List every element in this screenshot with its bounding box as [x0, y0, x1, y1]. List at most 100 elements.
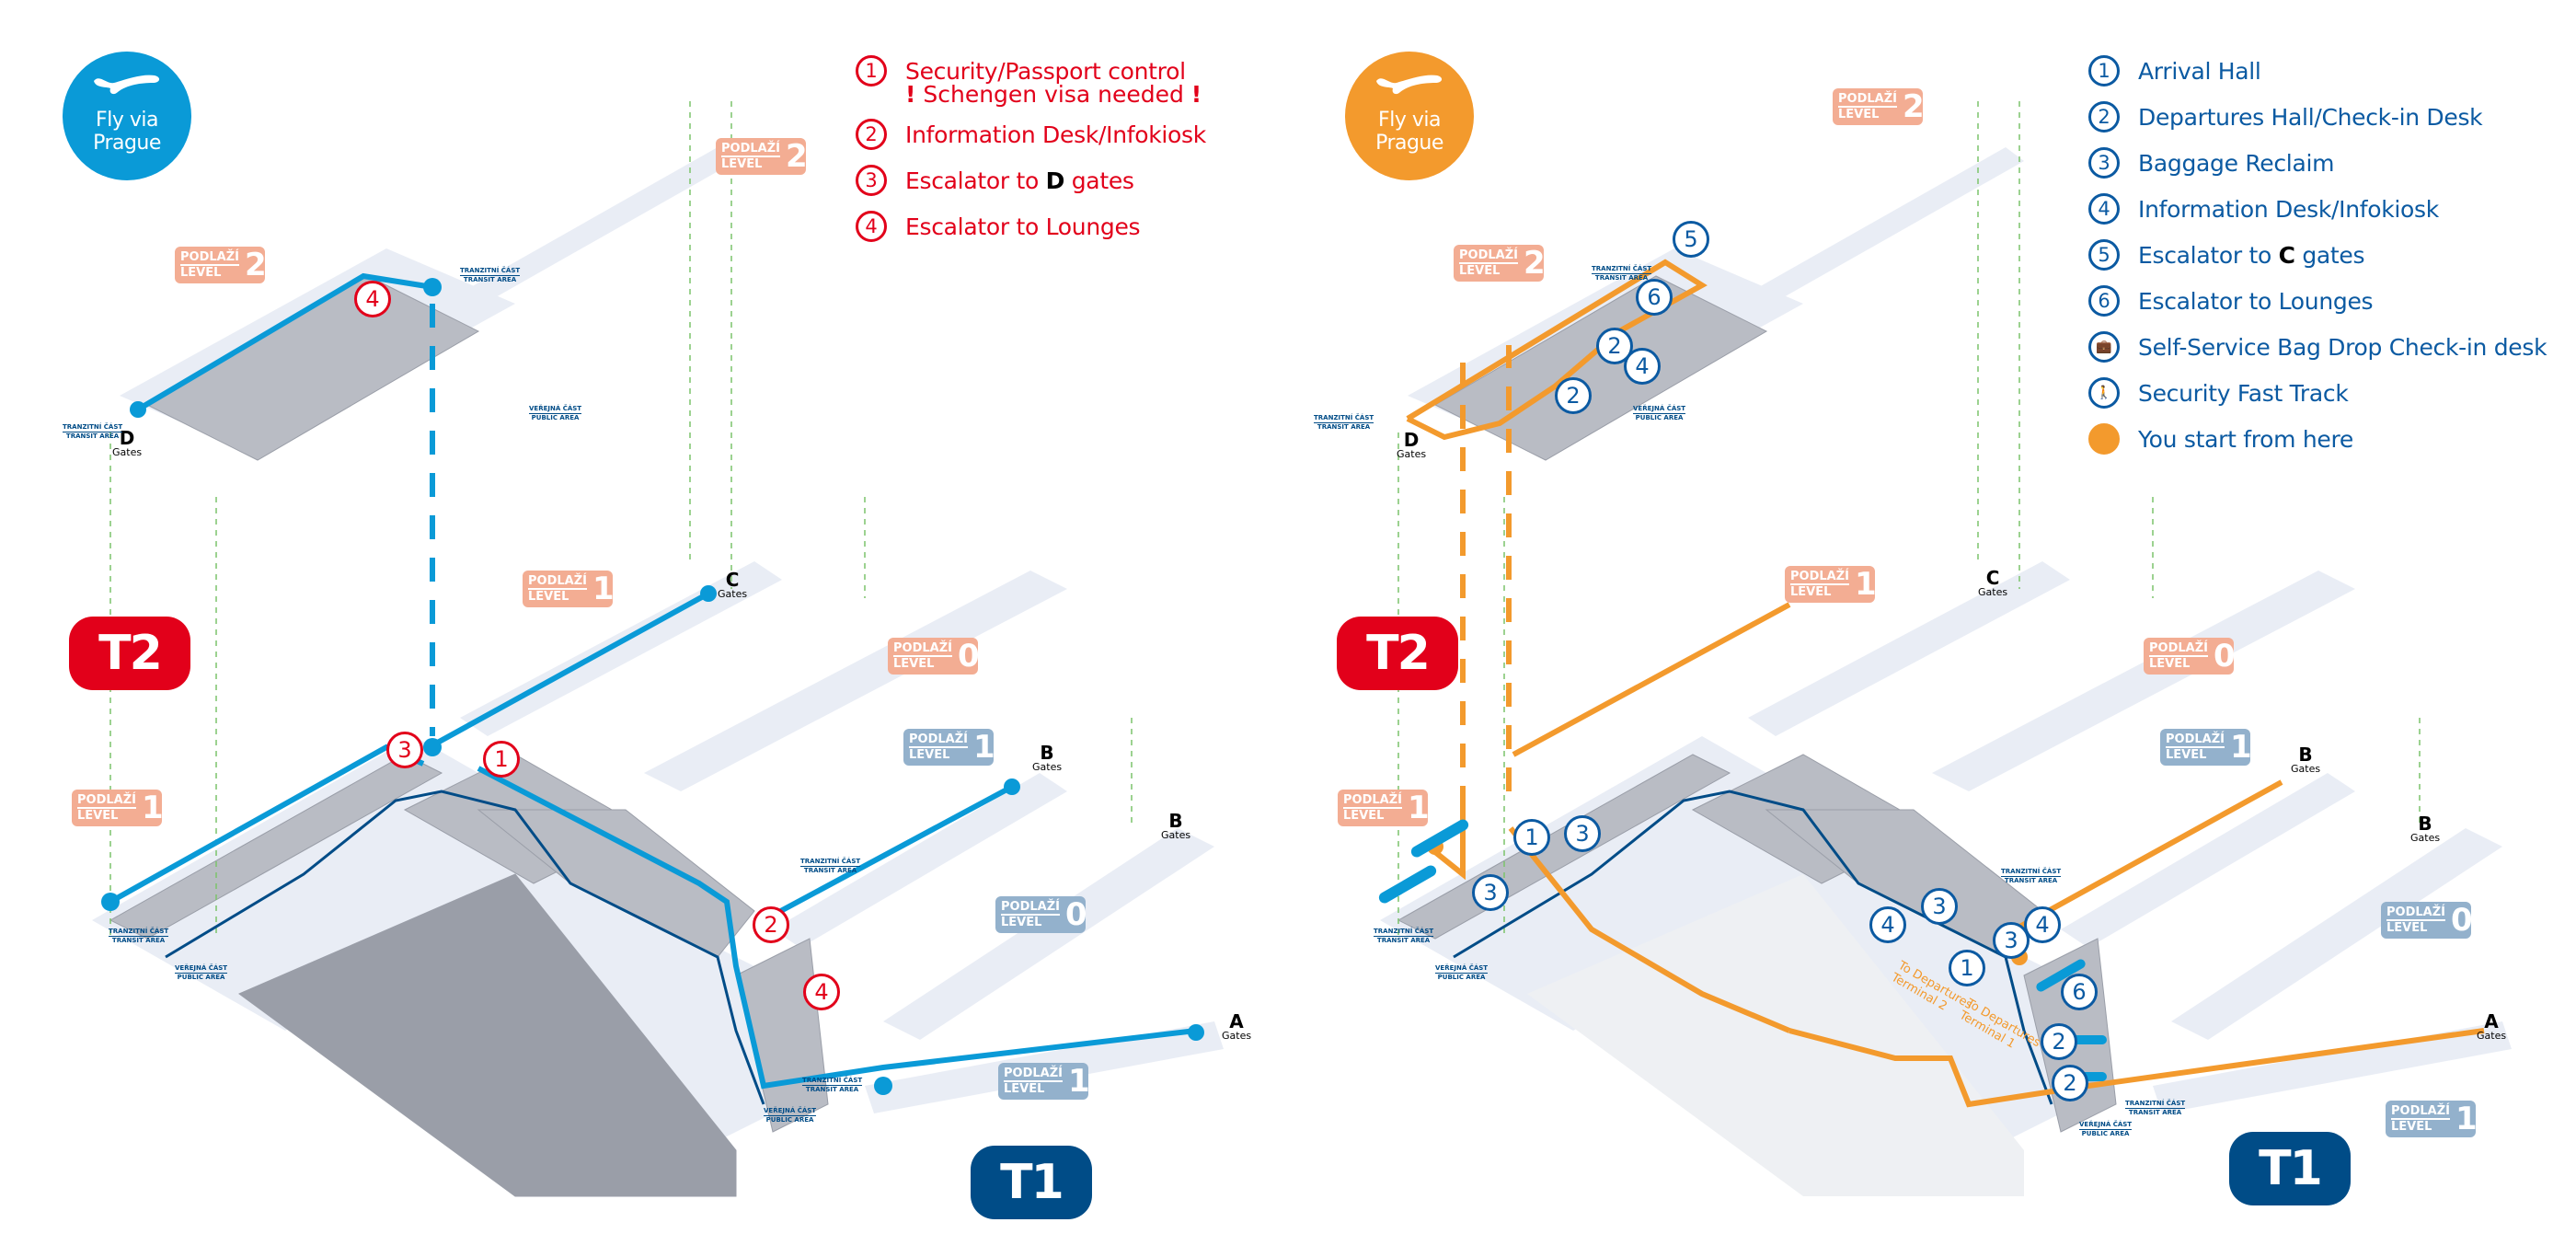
t2-lower-building: [109, 754, 443, 940]
pier-c-level1-floor: [460, 561, 782, 736]
legend-number-badge: 1: [856, 55, 887, 86]
bird-icon: [1376, 75, 1443, 95]
legend-label: Departures Hall/Check-in Desk: [2138, 103, 2483, 131]
legend-item-security: 1 Security/Passport control: [856, 48, 1206, 94]
map-marker-departures-hall: 2: [1555, 377, 1592, 414]
route-to-c-gates: [431, 591, 710, 748]
exclamation-icon: !: [1190, 81, 1202, 108]
legend-label: Security/Passport control: [905, 57, 1186, 85]
exclamation-icon: !: [905, 81, 916, 108]
apron: [238, 873, 737, 1197]
legend-item-arrival-hall: 1 Arrival Hall: [2088, 48, 2547, 94]
terminal-1-badge: T1: [971, 1146, 1092, 1219]
schengen-warning-text: Schengen visa needed: [923, 81, 1184, 108]
logo-text-line1: Fly via: [1378, 109, 1441, 132]
legend-item-security-fast-track: 🚶 Security Fast Track: [2088, 370, 2547, 416]
legend-label: Arrival Hall: [2138, 57, 2261, 85]
map-marker-security: 1: [483, 741, 520, 778]
pier-c-level0-floor: [644, 571, 1067, 791]
map-marker-info-desk: 4: [1869, 906, 1906, 943]
legend-number-badge: 3: [2088, 147, 2120, 179]
legend-number-badge: 1: [2088, 55, 2120, 86]
map-marker-escalator-lounges: 4: [354, 281, 391, 317]
right-map-drawing: [1378, 101, 2512, 1196]
legend-number-badge: 6: [2088, 285, 2120, 317]
legend-item-info-desk: 2 Information Desk/Infokiosk: [856, 111, 1206, 157]
left-map-drawing: [92, 101, 1224, 1197]
map-marker-escalator-c: 5: [1673, 221, 1709, 258]
map-marker-departures-hall: 2: [2041, 1023, 2077, 1060]
legend-item-departures-hall: 2 Departures Hall/Check-in Desk: [2088, 94, 2547, 140]
legend-label: Escalator to D gates: [905, 167, 1134, 194]
pier-b-level0-floor: [883, 828, 1214, 1040]
map-marker-departures-hall: 2: [2052, 1065, 2088, 1101]
legend-item-escalator-c: 5 Escalator to C gates: [2088, 232, 2547, 278]
terminal-2-badge: T2: [69, 617, 190, 690]
map-marker-baggage-reclaim: 3: [1993, 922, 2030, 959]
route-to-d-gates: [136, 272, 433, 412]
pier-c-upper-floor: [442, 147, 736, 317]
logo-text-line2: Prague: [1375, 132, 1443, 155]
map-marker-info-desk: 2: [753, 906, 789, 943]
right-legend: 1 Arrival Hall 2 Departures Hall/Check-i…: [2088, 48, 2547, 462]
map-marker-escalator-lounges: 6: [1636, 279, 1673, 316]
security-fast-track-icon: 🚶: [2088, 377, 2120, 409]
legend-label: Self-Service Bag Drop Check-in desk: [2138, 333, 2547, 361]
legend-number-badge: 5: [2088, 239, 2120, 271]
map-marker-escalator-lounges: 4: [803, 974, 840, 1010]
map-marker-arrival-hall: 1: [1513, 819, 1550, 856]
legend-label: Escalator to Lounges: [2138, 287, 2374, 315]
pier-b-level1-floor: [773, 773, 1067, 948]
route-t1-to-gates: [1788, 1028, 2485, 1108]
legend-item-escalator-lounges: 4 Escalator to Lounges: [856, 203, 1206, 249]
legend-item-self-service-bag-drop: 💼 Self-Service Bag Drop Check-in desk: [2088, 324, 2547, 370]
legend-item-baggage-reclaim: 3 Baggage Reclaim: [2088, 140, 2547, 186]
transit-boundary-line: [165, 790, 765, 1105]
map-marker-baggage-reclaim: 3: [1564, 815, 1601, 852]
bird-icon: [94, 75, 160, 95]
self-service-bag-drop-icon: 💼: [2088, 331, 2120, 363]
legend-label: Escalator to Lounges: [905, 213, 1141, 240]
map-marker-escalator-lounges: 6: [2061, 974, 2098, 1010]
legend-number-badge: 4: [2088, 193, 2120, 225]
route-to-b-gates: [2013, 779, 2283, 932]
legend-number-badge: 3: [856, 165, 887, 196]
legend-label: Information Desk/Infokiosk: [905, 121, 1206, 148]
legend-item-escalator-d: 3 Escalator to D gates: [856, 157, 1206, 203]
logo-text-line2: Prague: [93, 132, 161, 155]
